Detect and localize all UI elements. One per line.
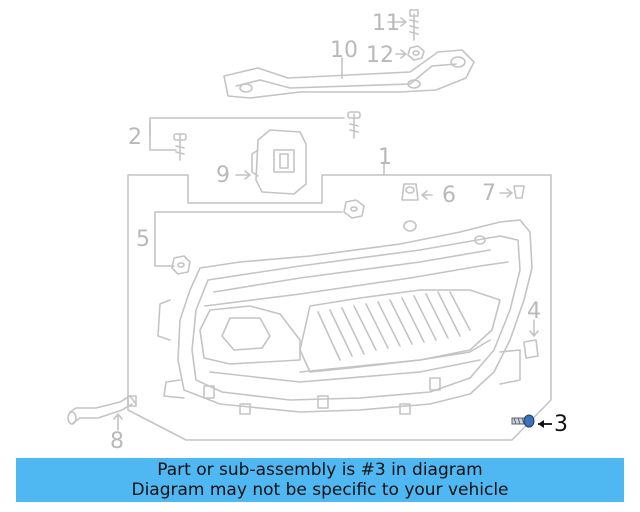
callout-4: 4 [527, 299, 541, 324]
callout-10: 10 [330, 38, 358, 63]
nut-part-12 [407, 45, 425, 61]
nut-part-5b [171, 255, 191, 275]
module-part-9 [251, 129, 307, 195]
callout-11: 11 [372, 11, 400, 36]
info-banner: Part or sub-assembly is #3 in diagram Di… [16, 458, 624, 502]
clip-part-6 [401, 183, 419, 201]
callout-2: 2 [128, 125, 142, 150]
callout-8: 8 [110, 429, 124, 452]
callout-3: 3 [554, 412, 568, 437]
headlamp-housing [157, 219, 533, 415]
bolt-part-11 [409, 9, 419, 41]
callout-12: 12 [366, 43, 394, 68]
bracket-part-4 [523, 339, 539, 359]
nut-part-5a [343, 199, 365, 219]
harness-part-8 [67, 395, 137, 425]
callout-5: 5 [136, 227, 150, 252]
callout-1: 1 [378, 145, 392, 170]
bolt-part-2a [173, 133, 187, 161]
assembly-outline [127, 174, 552, 441]
clip-part-7 [513, 185, 525, 199]
callout-7: 7 [482, 181, 496, 206]
bolt-part-2b [347, 111, 361, 139]
bracket-part-10 [223, 49, 475, 99]
banner-line-2: Diagram may not be specific to your vehi… [131, 480, 509, 500]
callout-9: 9 [216, 163, 230, 188]
screw-part-3-highlighted [511, 414, 552, 428]
parts-diagram: 1 2 3 4 5 6 7 8 9 10 11 12 [67, 9, 568, 452]
callout-6: 6 [442, 183, 456, 208]
banner-line-1: Part or sub-assembly is #3 in diagram [157, 460, 483, 480]
